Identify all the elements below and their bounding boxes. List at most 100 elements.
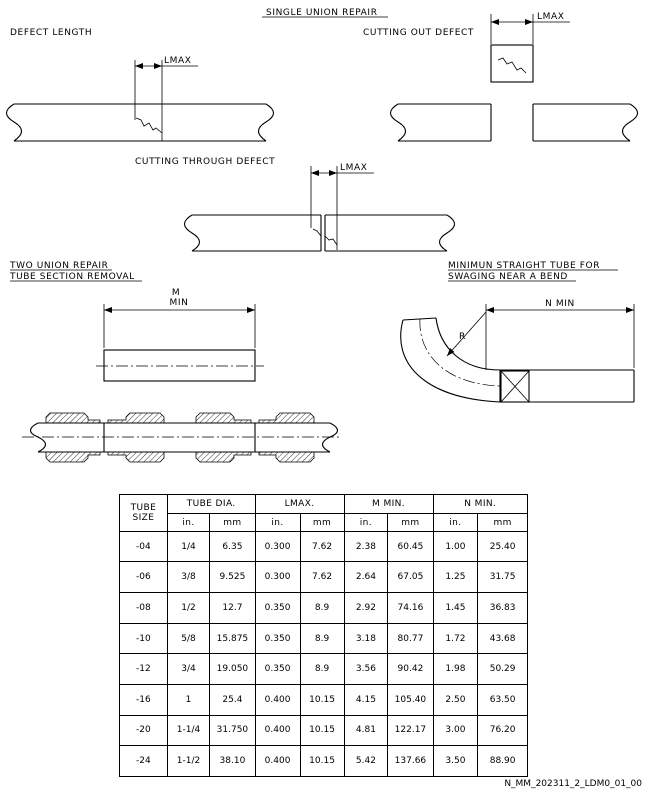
table-cell: 10.15 xyxy=(299,745,345,777)
table-cell: 60.45 xyxy=(387,530,434,563)
table-cell: 6.35 xyxy=(209,530,256,563)
svg-text:MINIMUN STRAIGHT TUBE FOR: MINIMUN STRAIGHT TUBE FOR xyxy=(448,261,600,271)
table-cell: 0.300 xyxy=(254,530,301,563)
table-cell: 8.9 xyxy=(299,592,345,624)
table-cell: 43.68 xyxy=(477,622,528,655)
table-cell: 1-1/2 xyxy=(166,745,211,777)
label-defect-length: DEFECT LENGTH xyxy=(10,28,92,38)
tube-size-cell: -10 xyxy=(119,622,168,655)
table-cell: 4.15 xyxy=(343,683,389,716)
table-cell: 15.875 xyxy=(209,622,256,655)
table-cell: 67.05 xyxy=(387,561,434,594)
title-minimum-straight-tube: MINIMUN STRAIGHT TUBE FOR SWAGING NEAR A… xyxy=(448,261,618,282)
table-cell: 0.300 xyxy=(254,561,301,594)
table-cell: 3.18 xyxy=(343,622,389,655)
header-lmax: LMAX. xyxy=(254,493,345,515)
table-cell: 0.350 xyxy=(254,653,301,685)
table-cell: 1-1/4 xyxy=(166,714,211,747)
bend-tube: R N MIN xyxy=(400,299,635,403)
dim-n-min: N MIN xyxy=(545,299,575,309)
table-cell: 3.56 xyxy=(343,653,389,685)
dim-r: R xyxy=(459,332,466,342)
two-union-assembly xyxy=(22,412,340,463)
title-two-union-repair: TWO UNION REPAIR TUBE SECTION REMOVAL xyxy=(9,261,142,282)
table-cell: 1.45 xyxy=(432,592,479,624)
table-cell: 105.40 xyxy=(387,683,434,716)
table-cell: 76.20 xyxy=(477,714,528,747)
dim-m-min: MIN xyxy=(170,298,189,308)
cutting-through-defect: LMAX xyxy=(183,163,456,252)
table-cell: 10.15 xyxy=(299,683,345,716)
table-cell: 50.29 xyxy=(477,653,528,685)
table-cell: 7.62 xyxy=(299,561,345,594)
table-cell: 3/4 xyxy=(166,653,211,685)
table-cell: 3/8 xyxy=(166,561,211,594)
cutting-out-defect: LMAX xyxy=(389,12,639,142)
tube-size-cell: -20 xyxy=(119,714,168,747)
table-cell: 3.50 xyxy=(432,745,479,777)
table-cell: 63.50 xyxy=(477,683,528,716)
table-cell: 80.77 xyxy=(387,622,434,655)
unit-cell: mm xyxy=(299,513,345,532)
table-cell: 1.25 xyxy=(432,561,479,594)
table-cell: 2.50 xyxy=(432,683,479,716)
unit-cell: in. xyxy=(166,513,211,532)
table-cell: 31.750 xyxy=(209,714,256,747)
svg-text:SINGLE UNION REPAIR: SINGLE UNION REPAIR xyxy=(266,8,378,18)
table-cell: 1.72 xyxy=(432,622,479,655)
table-cell: 5/8 xyxy=(166,622,211,655)
label-cutting-through-defect: CUTTING THROUGH DEFECT xyxy=(135,157,275,167)
table-cell: 0.350 xyxy=(254,592,301,624)
title-single-union-repair: SINGLE UNION REPAIR xyxy=(262,8,388,18)
tube-size-cell: -06 xyxy=(119,561,168,594)
svg-text:TWO UNION REPAIR: TWO UNION REPAIR xyxy=(9,261,108,271)
tube-size-cell: -16 xyxy=(119,683,168,716)
table-cell: 0.400 xyxy=(254,714,301,747)
table-cell: 25.4 xyxy=(209,683,256,716)
tube-size-cell: -12 xyxy=(119,653,168,685)
table-cell: 5.42 xyxy=(343,745,389,777)
unit-cell: mm xyxy=(209,513,256,532)
unit-cell: in. xyxy=(343,513,389,532)
svg-text:TUBE SECTION REMOVAL: TUBE SECTION REMOVAL xyxy=(9,272,135,282)
dim-lmax-cut-through: LMAX xyxy=(340,163,368,173)
header-tube-dia: TUBE DIA. xyxy=(166,493,256,515)
unit-cell: mm xyxy=(387,513,434,532)
table-cell: 36.83 xyxy=(477,592,528,624)
table-cell: 74.16 xyxy=(387,592,434,624)
header-m-min: M MIN. xyxy=(343,493,434,515)
units-row: in. mm in. mm in. mm in. mm xyxy=(120,513,528,532)
table-cell: 88.90 xyxy=(477,745,528,777)
dim-lmax-cut-out: LMAX xyxy=(537,12,565,22)
table-cell: 3.00 xyxy=(432,714,479,747)
table-cell: 1.00 xyxy=(432,530,479,563)
defect-length-tube: LMAX xyxy=(5,56,275,142)
reference-code: N_MM_202311_2_LDM0_01_00 xyxy=(504,779,642,789)
unit-cell: in. xyxy=(432,513,479,532)
table-cell: 90.42 xyxy=(387,653,434,685)
unit-cell: mm xyxy=(477,513,528,532)
table-cell: 19.050 xyxy=(209,653,256,685)
table-cell: 4.81 xyxy=(343,714,389,747)
label-cutting-out-defect: CUTTING OUT DEFECT xyxy=(363,28,474,38)
tube-size-cell: -04 xyxy=(119,530,168,563)
table-cell: 137.66 xyxy=(387,745,434,777)
tube-size-cell: -24 xyxy=(119,745,168,777)
table-cell: 2.64 xyxy=(343,561,389,594)
table-cell: 25.40 xyxy=(477,530,528,563)
table-cell: 1 xyxy=(166,683,211,716)
table-cell: 38.10 xyxy=(209,745,256,777)
tube-size-cell: -08 xyxy=(119,592,168,624)
table-cell: 0.400 xyxy=(254,745,301,777)
table-cell: 2.92 xyxy=(343,592,389,624)
table-cell: 2.38 xyxy=(343,530,389,563)
table-cell: 0.350 xyxy=(254,622,301,655)
dim-m: M xyxy=(172,288,180,298)
